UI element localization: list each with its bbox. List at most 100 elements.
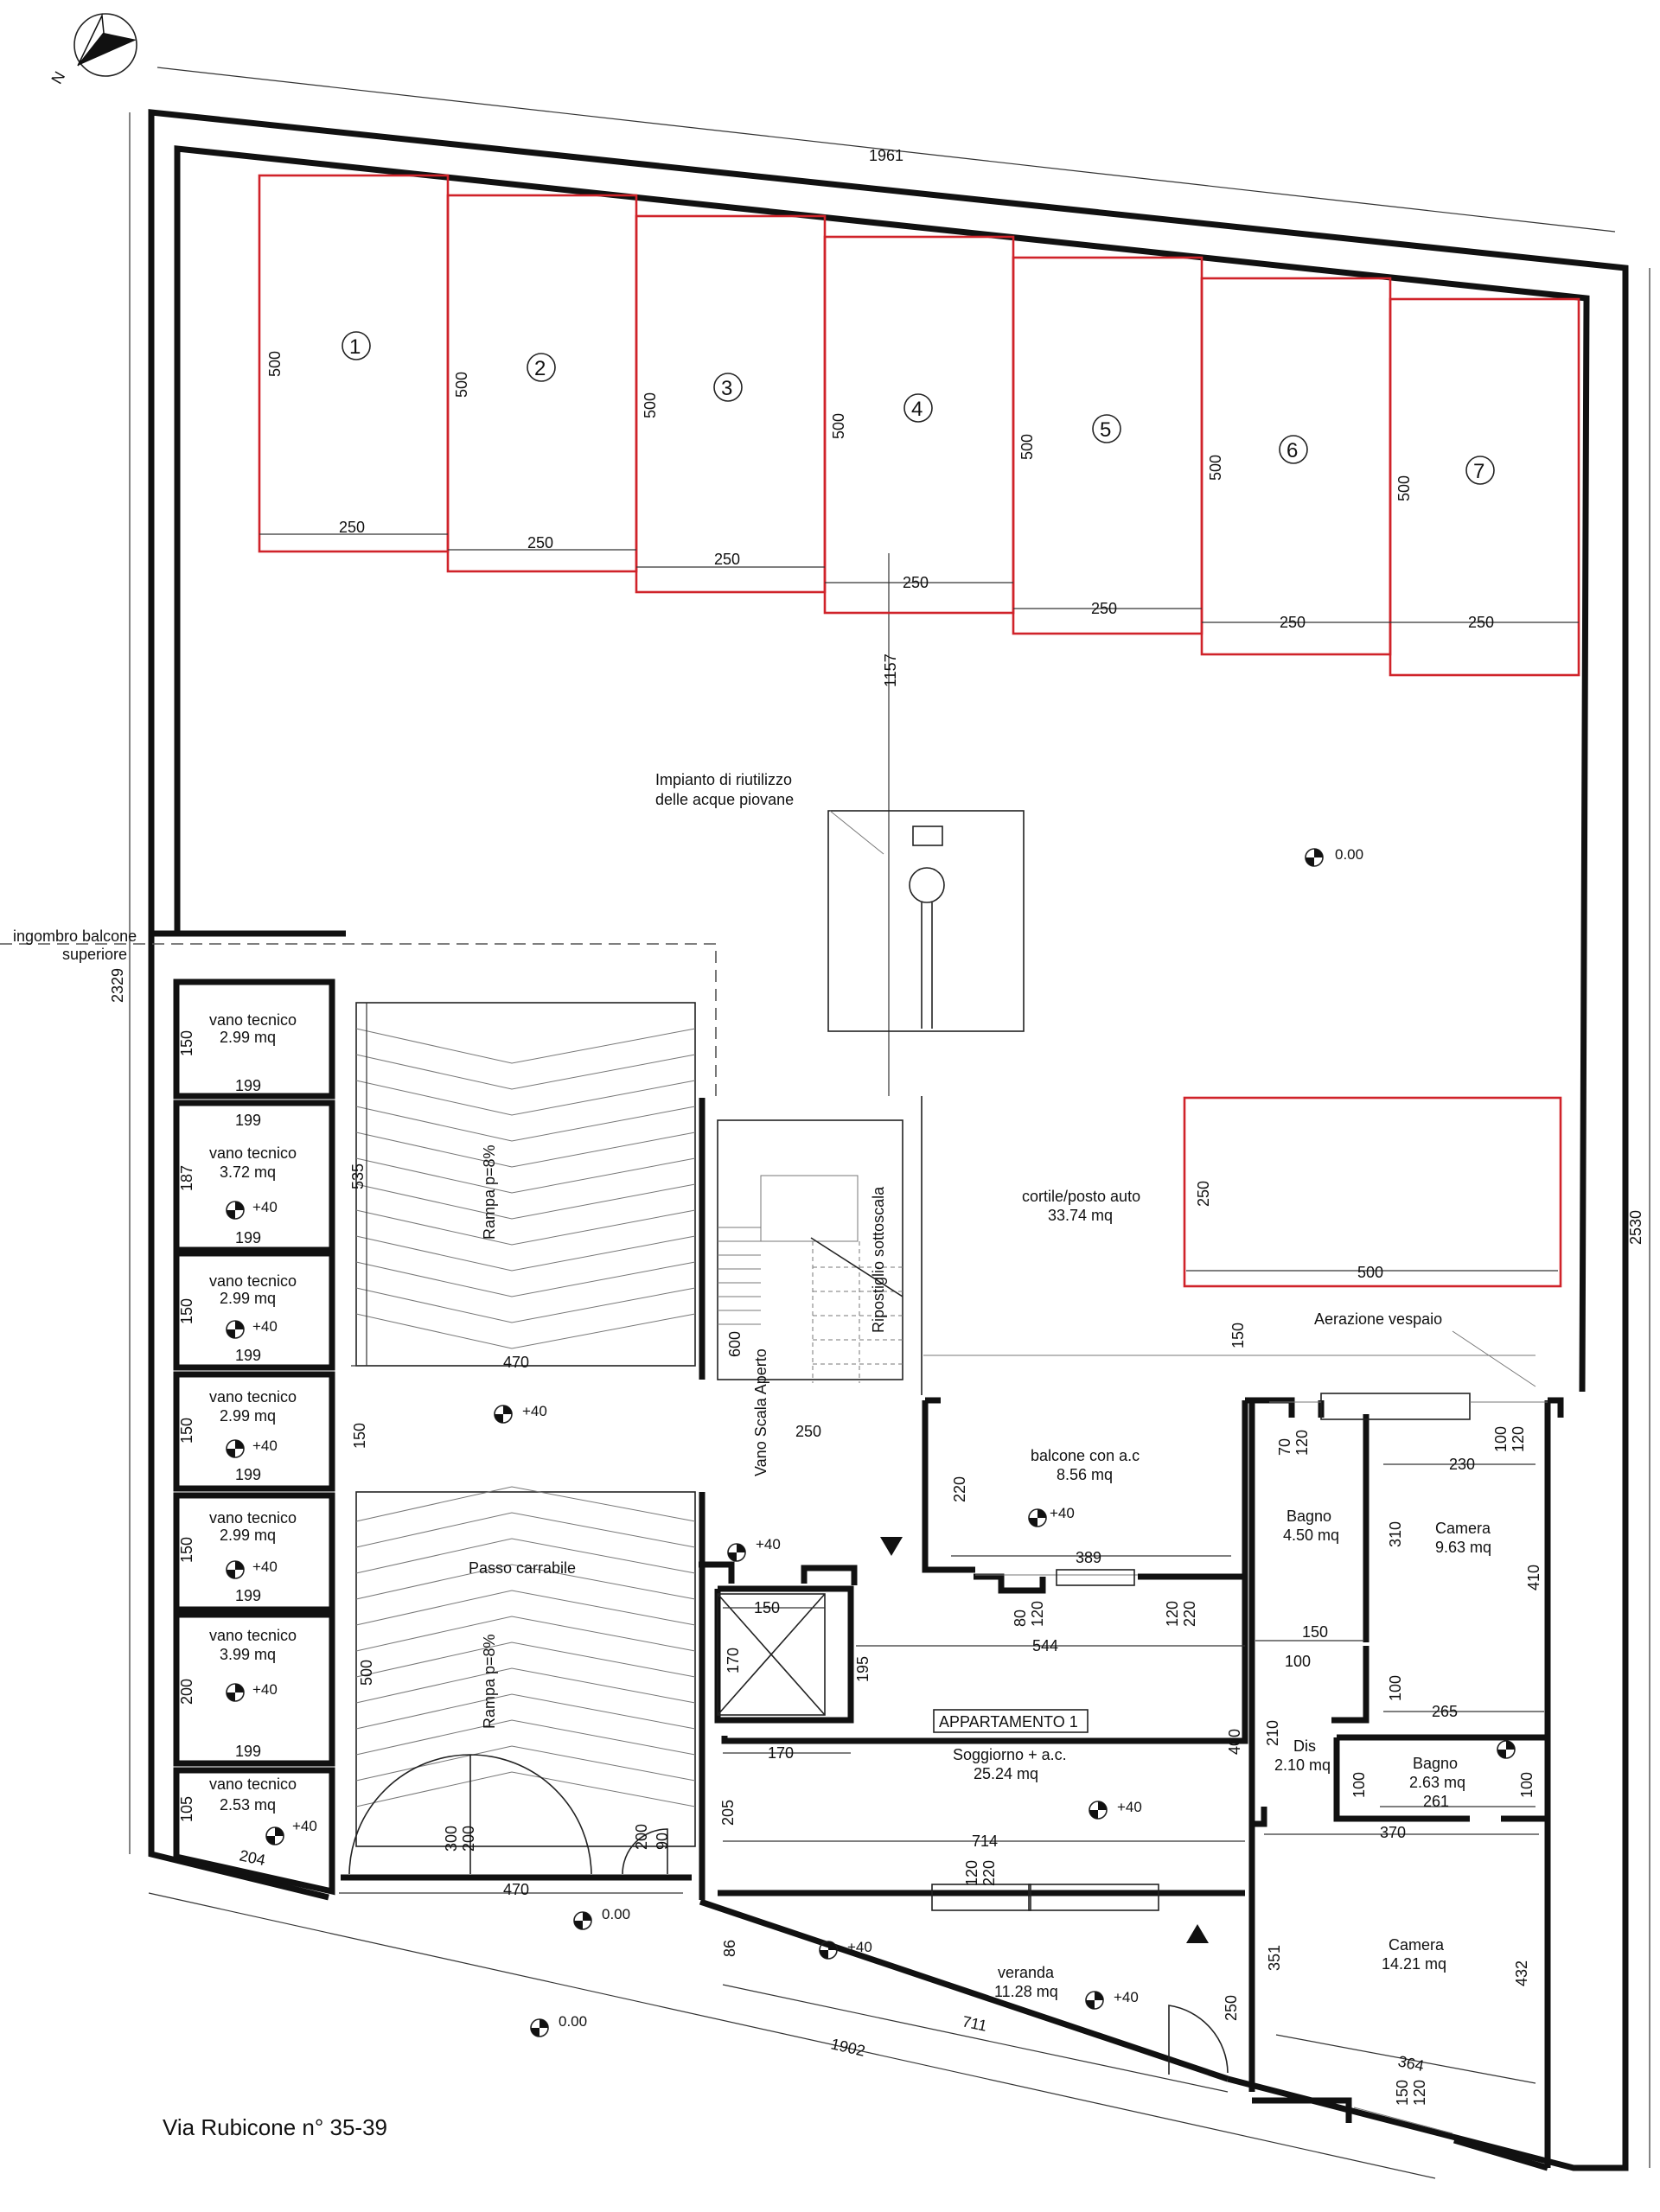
stall-numbers: 1 2 3 4 5 6 7: [342, 331, 1495, 485]
windows: [931, 1393, 1548, 2134]
dim-right: 2530: [1627, 1210, 1644, 1245]
svg-text:120: 120: [1293, 1430, 1311, 1456]
stall-number: 4: [911, 398, 923, 421]
dim-axis: 1157: [882, 653, 899, 687]
label-bagno2-1: Bagno: [1413, 1755, 1458, 1772]
svg-text:199: 199: [235, 1587, 261, 1604]
stall-4: [823, 235, 1015, 615]
dim-bottom: 1902: [829, 2035, 867, 2059]
svg-text:544: 544: [1032, 1637, 1058, 1654]
label-soggiorno-1: Soggiorno + a.c.: [953, 1746, 1067, 1763]
stall-cortile: [1183, 1096, 1562, 1288]
label-camera1-1: Camera: [1435, 1520, 1491, 1537]
dim-top: 1961: [869, 147, 903, 164]
svg-text:714: 714: [972, 1833, 998, 1850]
svg-text:220: 220: [1181, 1601, 1198, 1627]
outer-dimension-lines: [129, 67, 1650, 2179]
soggiorno-dims: 150 170 195 544 80 120 120 220 170 400 2…: [719, 1599, 1245, 1886]
svg-text:370: 370: [1380, 1824, 1406, 1841]
dis-bagno2-dims: 210 100 261 100 370: [1264, 1720, 1539, 1841]
svg-text:250: 250: [903, 574, 929, 591]
stair-up-arrow: [1186, 1924, 1209, 1943]
label-ripostiglio: Ripostiglio sottoscala: [870, 1186, 887, 1333]
svg-text:300: 300: [443, 1826, 460, 1852]
svg-text:120: 120: [1411, 2080, 1428, 2106]
label-camera2-1: Camera: [1389, 1936, 1445, 1954]
stairwell: [717, 1096, 923, 1395]
svg-text:250: 250: [795, 1423, 821, 1440]
svg-text:120: 120: [1164, 1601, 1181, 1627]
svg-text:500: 500: [1357, 1264, 1383, 1281]
svg-text:150: 150: [754, 1599, 780, 1616]
svg-text:170: 170: [725, 1648, 742, 1673]
svg-text:0.00: 0.00: [1335, 846, 1363, 863]
svg-text:230: 230: [1449, 1456, 1475, 1473]
svg-text:199: 199: [235, 1077, 261, 1094]
label-dis-1: Dis: [1293, 1737, 1316, 1755]
balcony-outline: [0, 943, 717, 1096]
north-arrow: N: [48, 13, 137, 86]
vani-tecnici-labels: vano tecnico 2.99 mq 150 199 199 vano tecn…: [178, 1011, 297, 1869]
svg-text:150: 150: [1229, 1323, 1247, 1348]
svg-text:2.99 mq: 2.99 mq: [220, 1527, 276, 1544]
svg-text:500: 500: [453, 372, 470, 398]
svg-text:150: 150: [1394, 2080, 1411, 2106]
label-ramp-top: Rampa p=8%: [481, 1144, 498, 1240]
label-aerazione: Aerazione vespaio: [1314, 1310, 1442, 1328]
svg-text:500: 500: [1018, 434, 1036, 460]
svg-text:470: 470: [503, 1881, 529, 1898]
street-address: Via Rubicone n° 35-39: [163, 2114, 387, 2140]
label-balcone-2: 8.56 mq: [1057, 1466, 1113, 1483]
stall-dimensions: 500 500 500 500 500 500 500 250 250 250 …: [259, 351, 1579, 631]
svg-text:220: 220: [951, 1476, 968, 1502]
svg-text:500: 500: [1395, 475, 1413, 501]
svg-text:3.99 mq: 3.99 mq: [220, 1646, 276, 1663]
label-soggiorno-2: 25.24 mq: [974, 1765, 1038, 1782]
ramp-top: [351, 1002, 696, 1367]
elevator: [717, 1593, 826, 1716]
svg-text:100: 100: [1518, 1772, 1536, 1798]
label-bagno2-2: 2.63 mq: [1409, 1774, 1465, 1791]
svg-text:vano tecnico: vano tecnico: [209, 1627, 297, 1644]
stall-1: [258, 174, 450, 553]
svg-text:199: 199: [235, 1229, 261, 1246]
rainwater-system: [827, 810, 1025, 1032]
outer-walls: [148, 109, 1629, 2171]
svg-text:200: 200: [460, 1826, 477, 1852]
svg-text:500: 500: [266, 351, 284, 377]
svg-text:410: 410: [1525, 1565, 1542, 1590]
svg-text:+40: +40: [252, 1681, 278, 1698]
svg-text:500: 500: [358, 1660, 375, 1686]
label-appartamento: APPARTAMENTO 1: [939, 1713, 1078, 1731]
svg-text:150: 150: [1302, 1623, 1328, 1641]
svg-text:+40: +40: [252, 1318, 278, 1335]
label-bagno1-1: Bagno: [1286, 1508, 1331, 1525]
svg-text:100: 100: [1492, 1426, 1510, 1452]
svg-text:170: 170: [768, 1744, 794, 1762]
svg-text:+40: +40: [756, 1536, 781, 1552]
svg-text:250: 250: [1223, 1995, 1240, 2021]
stall-2: [446, 194, 638, 573]
appartamento-box: [933, 1709, 1089, 1733]
svg-text:+40: +40: [252, 1437, 278, 1454]
svg-text:199: 199: [235, 1347, 261, 1364]
svg-text:364: 364: [1396, 2052, 1426, 2075]
svg-text:150: 150: [178, 1030, 195, 1056]
stall-number: 6: [1286, 439, 1298, 462]
svg-text:250: 250: [1195, 1181, 1212, 1207]
level-markers: 0.00 +40 +40 +40 +40 +40 +40 +40 +40 +40…: [226, 846, 1516, 2037]
svg-text:vano tecnico: vano tecnico: [209, 1272, 297, 1290]
svg-text:+40: +40: [252, 1559, 278, 1575]
svg-text:200: 200: [178, 1679, 195, 1705]
label-bagno1-2: 4.50 mq: [1283, 1527, 1339, 1544]
vani-tecnici-walls: [173, 979, 335, 1896]
svg-text:+40: +40: [1117, 1799, 1142, 1815]
svg-text:199: 199: [235, 1743, 261, 1760]
stall-6: [1200, 277, 1392, 656]
svg-text:250: 250: [1280, 614, 1306, 631]
svg-text:150: 150: [178, 1537, 195, 1563]
svg-text:500: 500: [830, 413, 847, 439]
label-veranda-2: 11.28 mq: [994, 1983, 1058, 2000]
label-cortile-2: 33.74 mq: [1048, 1207, 1113, 1224]
